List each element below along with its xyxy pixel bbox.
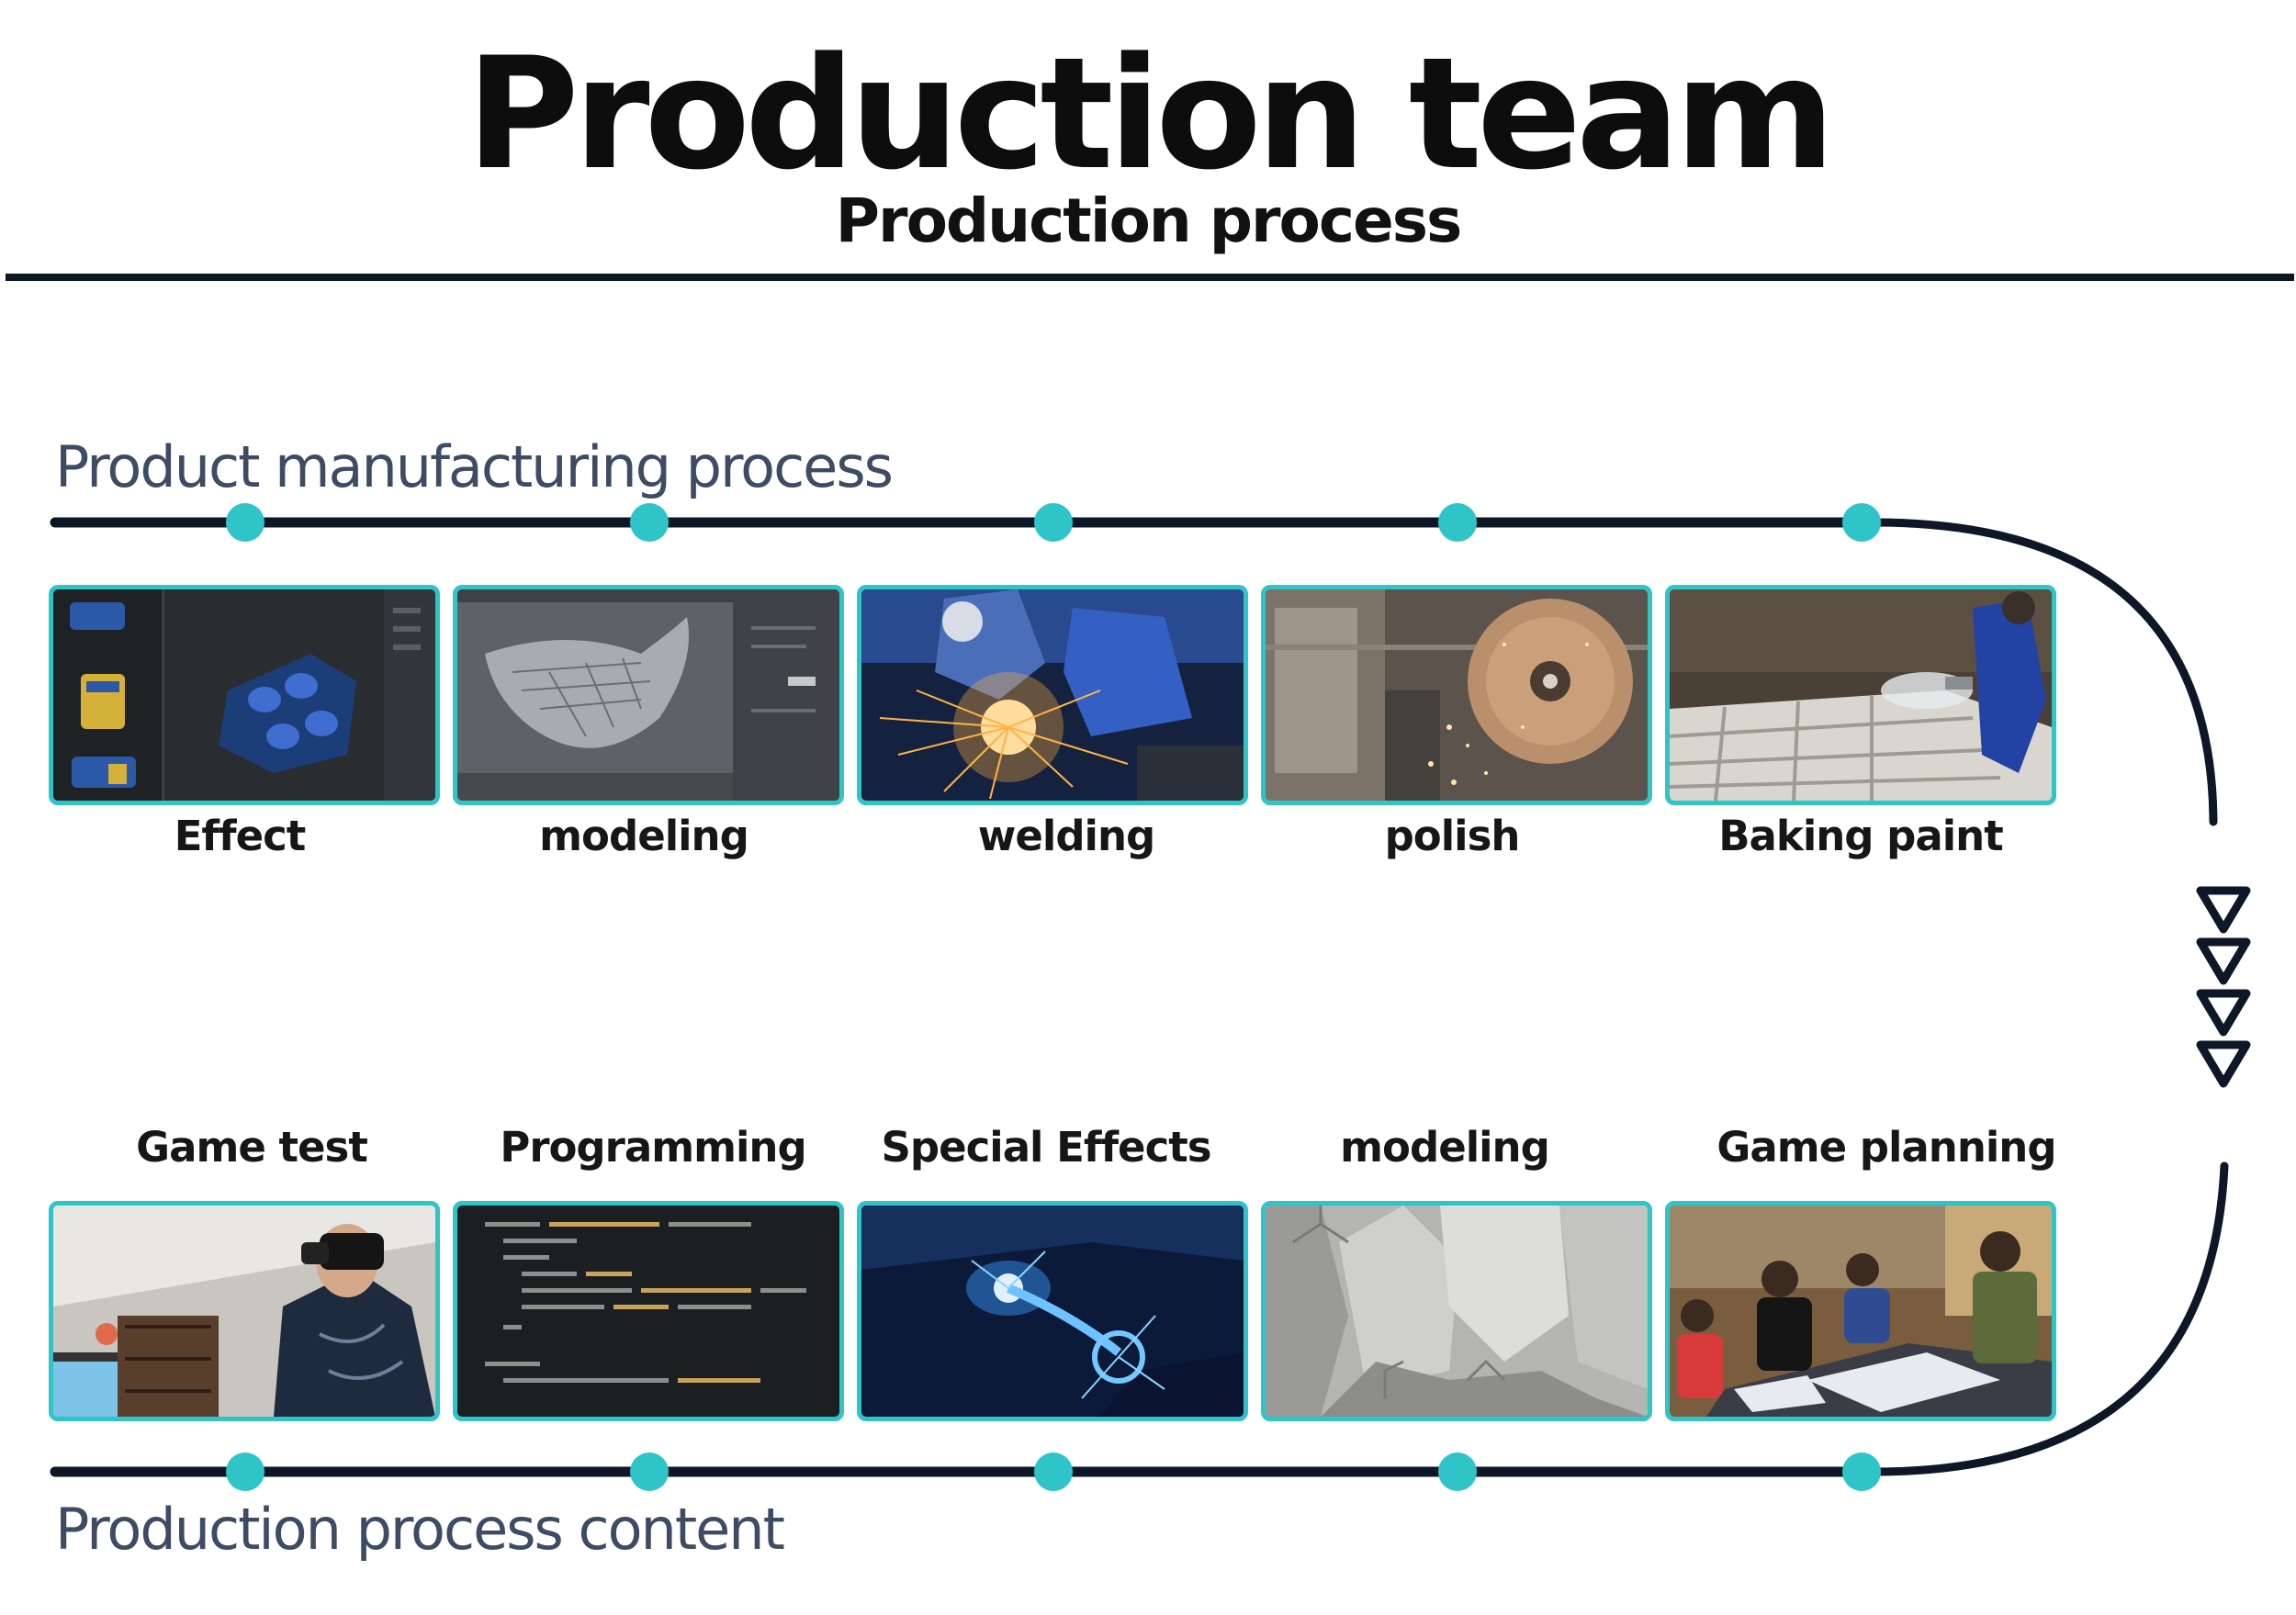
baking-paint-photo xyxy=(1665,585,2056,805)
modeling-photo xyxy=(453,585,844,805)
effect-photo xyxy=(49,585,440,805)
timeline-node xyxy=(1842,1452,1881,1491)
timeline-node xyxy=(1438,1452,1477,1491)
timeline-node xyxy=(1034,503,1073,542)
step-label-effect: Effect xyxy=(38,815,442,857)
timeline-node xyxy=(1034,1452,1073,1491)
step-label-modeling: modeling xyxy=(442,815,846,857)
step-label-special-effects: Special Effects xyxy=(844,1127,1248,1168)
step-label-baking-paint: Baking paint xyxy=(1659,815,2063,857)
welding-photo xyxy=(857,585,1248,805)
timeline-node xyxy=(1842,503,1881,542)
polish-photo xyxy=(1261,585,1652,805)
programming-photo xyxy=(453,1201,844,1421)
timeline-node xyxy=(226,503,264,542)
step-label-game-test: Game test xyxy=(50,1127,454,1168)
modeling-content-photo xyxy=(1261,1201,1652,1421)
step-label-programming: Programming xyxy=(451,1127,855,1168)
special-effects-photo xyxy=(857,1201,1248,1421)
step-label-welding: welding xyxy=(864,815,1268,857)
timeline-node xyxy=(1438,503,1477,542)
step-label-modeling-content: modeling xyxy=(1243,1127,1647,1168)
game-planning-photo xyxy=(1665,1201,2056,1421)
timeline-node xyxy=(226,1452,264,1491)
game-test-photo xyxy=(49,1201,440,1421)
step-label-polish: polish xyxy=(1250,815,1654,857)
step-label-game-planning: Game planning xyxy=(1684,1127,2088,1168)
timeline-node xyxy=(630,503,669,542)
down-arrows-icon xyxy=(2200,891,2246,1083)
timeline-node xyxy=(630,1452,669,1491)
